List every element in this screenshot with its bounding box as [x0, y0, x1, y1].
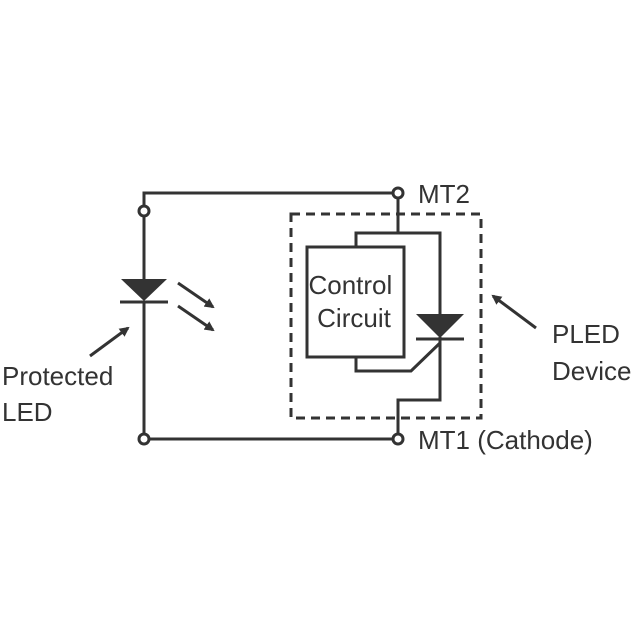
protected-led-pointer-arrow — [89, 326, 130, 358]
pled-device-boundary — [289, 212, 483, 420]
pled-device-label-line2: Device — [552, 356, 631, 386]
mt1-terminal — [391, 432, 405, 446]
mt1-label: MT1 (Cathode) — [418, 425, 593, 455]
top-wire — [142, 191, 398, 211]
protected-led-label-line2: LED — [2, 397, 53, 427]
mt1-internal-wire — [396, 337, 442, 434]
pled-thyristor-symbol — [416, 314, 464, 341]
mt2-terminal — [391, 186, 405, 200]
internal-wiring — [354, 198, 442, 434]
protected-led-symbol — [120, 279, 215, 332]
control-circuit-label-line2: Circuit — [317, 303, 391, 333]
pled-device-pointer-arrow — [491, 294, 537, 330]
control-circuit-box — [305, 245, 406, 359]
light-emission-arrow-upper — [177, 281, 215, 309]
protected-led-label-line1: Protected — [2, 361, 113, 391]
control-circuit-label: Control Circuit — [308, 270, 399, 333]
internal-top-bus — [354, 231, 442, 314]
control-circuit-label-line1: Control — [308, 270, 392, 300]
thyristor-triangle — [416, 314, 464, 338]
terminals — [137, 186, 405, 446]
protected-led-label: Protected LED — [2, 361, 121, 427]
led-triangle — [121, 279, 167, 301]
pled-device-label: PLED Device — [552, 319, 631, 386]
led-bottom-terminal — [137, 432, 151, 446]
led-top-terminal — [137, 204, 151, 218]
control-output-wire — [354, 341, 442, 373]
light-emission-arrow-lower — [177, 304, 215, 332]
mt2-label: MT2 — [418, 179, 470, 209]
pled-device-label-line1: PLED — [552, 319, 620, 349]
